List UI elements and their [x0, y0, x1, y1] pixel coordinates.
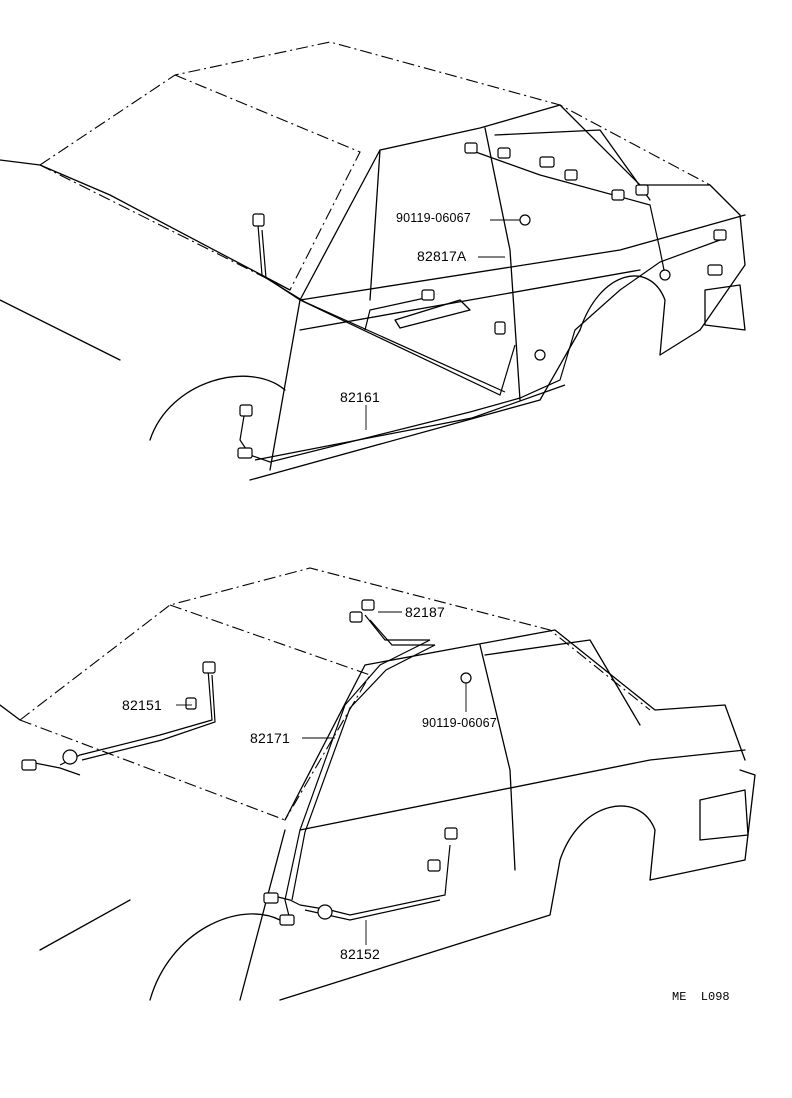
connector-icon [361, 599, 375, 611]
connector-icon [21, 759, 37, 771]
part-label-82187: 82187 [405, 604, 445, 620]
part-label-82817a: 82817A [417, 248, 467, 264]
connector-icon [534, 349, 546, 361]
connector-icon [185, 697, 197, 710]
part-label-82152: 82152 [340, 946, 380, 962]
connector-icon [279, 914, 295, 926]
connector-icon [564, 169, 578, 181]
bolt-icon [519, 214, 531, 226]
connector-icon [317, 904, 333, 920]
connector-icon [237, 447, 253, 459]
diagram-code: ME L098 [672, 990, 730, 1004]
connector-icon [349, 611, 363, 623]
bolt-icon [460, 672, 472, 684]
part-label-82161: 82161 [340, 389, 380, 405]
top-car-body [0, 41, 746, 481]
connector-icon [62, 749, 78, 765]
connector-icon [444, 827, 458, 840]
connector-icon [427, 859, 441, 872]
connector-icon [611, 189, 625, 201]
connector-icon [539, 156, 555, 168]
connector-icon [713, 229, 727, 241]
connector-icon [263, 892, 279, 904]
connector-icon [239, 404, 253, 417]
connector-icon [707, 264, 723, 276]
connector-icon [659, 269, 671, 281]
bolt-label-bottom: 90119-06067 [422, 716, 497, 730]
bolt-label-top: 90119-06067 [396, 211, 471, 225]
bottom-car-body [0, 567, 756, 1001]
bottom-leader-lines [176, 611, 467, 945]
connector-icon [202, 661, 216, 674]
connector-icon [252, 213, 265, 227]
top-leader-lines [365, 219, 520, 430]
connector-icon [635, 184, 649, 196]
top-wiring-harness [239, 149, 721, 463]
connector-icon [464, 142, 478, 154]
top-connectors [237, 142, 727, 459]
part-label-82151: 82151 [122, 697, 162, 713]
bottom-connectors [21, 599, 472, 926]
connector-icon [421, 289, 435, 301]
connector-icon [494, 321, 506, 335]
connector-icon [497, 147, 511, 159]
part-label-82171: 82171 [250, 730, 290, 746]
